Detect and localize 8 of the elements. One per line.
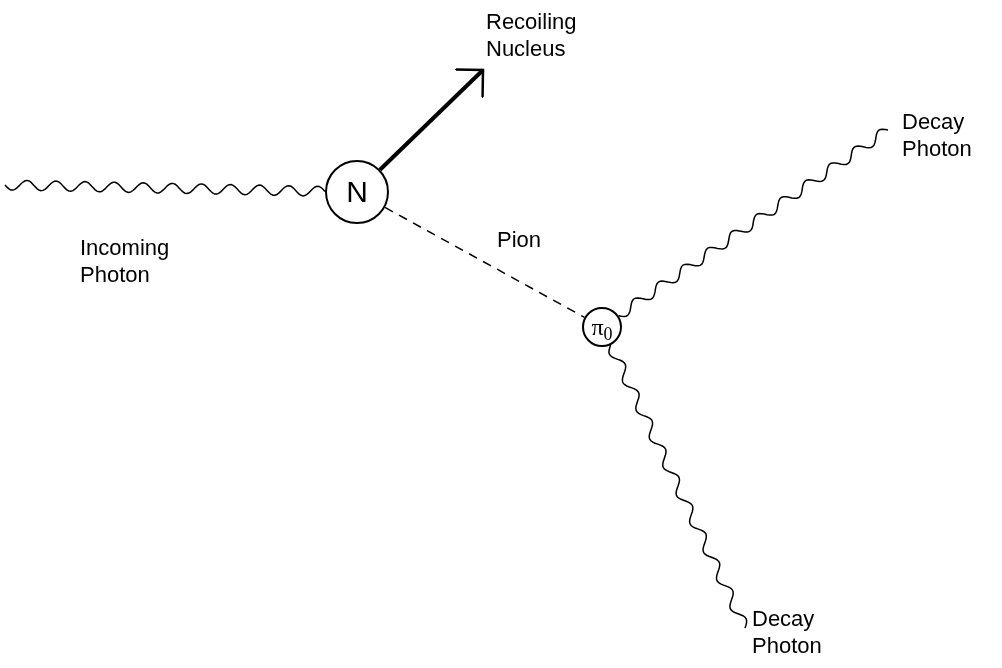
particle-label: Decay Photon	[902, 108, 997, 164]
wavy-line	[4, 179, 326, 197]
wavy-line	[617, 128, 889, 318]
particle-label: Recoiling Nucleus	[486, 8, 586, 64]
edge-label: Incoming Photon	[80, 234, 171, 288]
particle-label: Decay Photon	[752, 605, 847, 661]
edge-label: Pion	[497, 226, 543, 253]
arrow	[378, 68, 485, 172]
